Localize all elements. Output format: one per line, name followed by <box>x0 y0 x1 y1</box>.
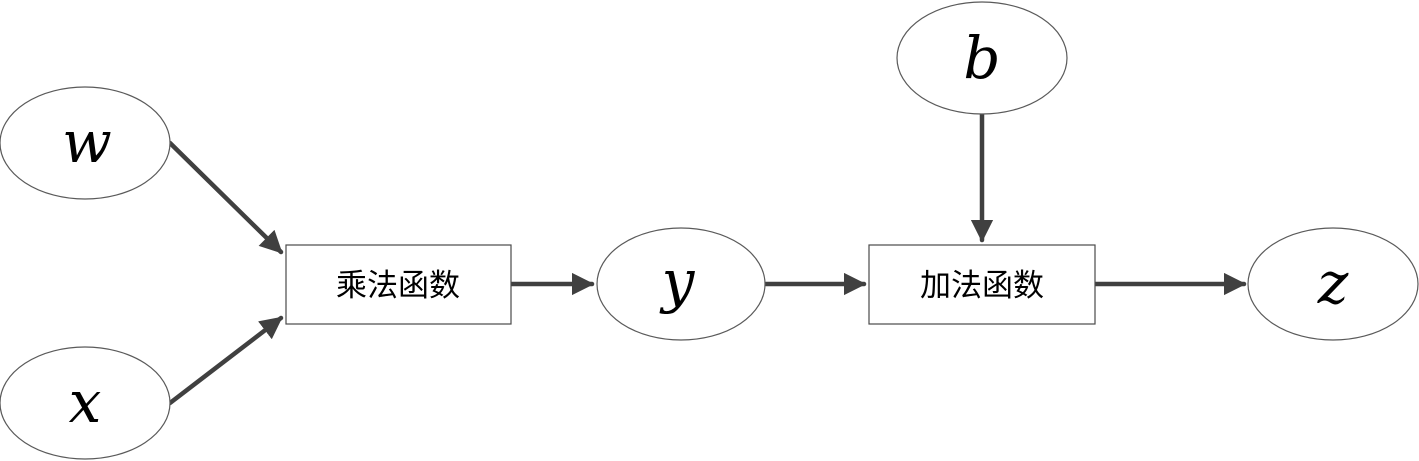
node-z: z <box>1247 227 1419 341</box>
node-w-label: w <box>62 108 112 176</box>
multiply-function-label: 乘法函数 <box>336 268 460 304</box>
edge-w-to-multiply <box>167 140 284 255</box>
node-b-label: b <box>963 24 1000 92</box>
node-x-label: x <box>69 368 102 436</box>
node-z-label: z <box>1317 249 1349 317</box>
add-function-label: 加法函数 <box>920 268 1044 304</box>
node-y-label: y <box>659 247 696 315</box>
node-multiply-function: 乘法函数 <box>285 244 512 325</box>
node-y: y <box>596 227 766 341</box>
node-w: w <box>0 86 171 200</box>
node-add-function: 加法函数 <box>868 244 1096 325</box>
edge-x-to-multiply <box>167 315 284 406</box>
node-x: x <box>0 346 171 460</box>
node-b: b <box>896 1 1068 115</box>
